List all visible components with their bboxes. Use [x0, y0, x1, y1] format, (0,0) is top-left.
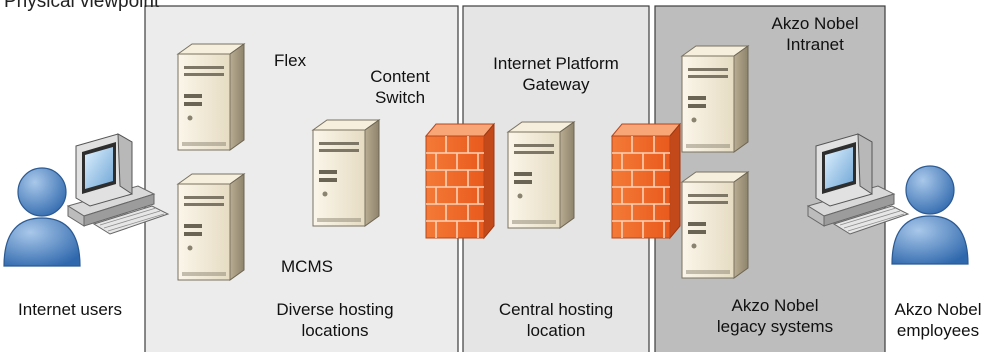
label-intranet: Akzo Nobel Intranet	[760, 13, 870, 55]
server-legacy-icon	[681, 171, 749, 279]
label-employees: Akzo Nobel employees	[888, 299, 988, 341]
label-zone-legacy: Akzo Nobel legacy systems	[690, 295, 860, 337]
label-zone-central-line2: location	[526, 321, 586, 340]
label-internet-users: Internet users	[18, 300, 122, 319]
label-gateway-line2: Gateway	[522, 75, 590, 94]
label-zone-diverse-line1: Diverse hosting	[276, 300, 394, 319]
label-gateway-line1: Internet Platform	[493, 54, 619, 73]
label-gateway: Internet Platform Gateway	[470, 53, 642, 95]
workstation-employee-icon	[807, 133, 909, 235]
label-zone-legacy-line1: Akzo Nobel	[731, 296, 819, 315]
server-intranet-icon	[681, 45, 749, 153]
firewall-left-icon	[425, 123, 495, 239]
server-gateway-icon	[507, 121, 575, 229]
label-zone-diverse-line2: locations	[301, 321, 369, 340]
server-mcms-icon	[177, 173, 245, 281]
label-intranet-line2: Intranet	[786, 35, 844, 54]
label-zone-diverse: Diverse hosting locations	[250, 299, 420, 341]
internet-user-icon	[3, 167, 81, 267]
label-content-switch-line2: Switch	[374, 88, 426, 107]
label-mcms: MCMS	[281, 257, 333, 276]
label-intranet-line1: Akzo Nobel	[771, 14, 859, 33]
label-zone-central-line1: Central hosting	[498, 300, 614, 319]
server-flex-icon	[177, 43, 245, 151]
label-employees-line2: employees	[896, 321, 980, 340]
firewall-right-icon	[611, 123, 681, 239]
diagram-title: Physical viewpoint	[4, 0, 160, 12]
label-content-switch-line1: Content	[370, 67, 430, 86]
label-zone-central: Central hosting location	[470, 299, 642, 341]
label-content-switch: Content Switch	[355, 66, 445, 108]
label-flex: Flex	[274, 51, 307, 70]
label-employees-line1: Akzo Nobel	[894, 300, 982, 319]
label-zone-legacy-line2: legacy systems	[716, 317, 834, 336]
server-content-switch-icon	[312, 119, 380, 227]
